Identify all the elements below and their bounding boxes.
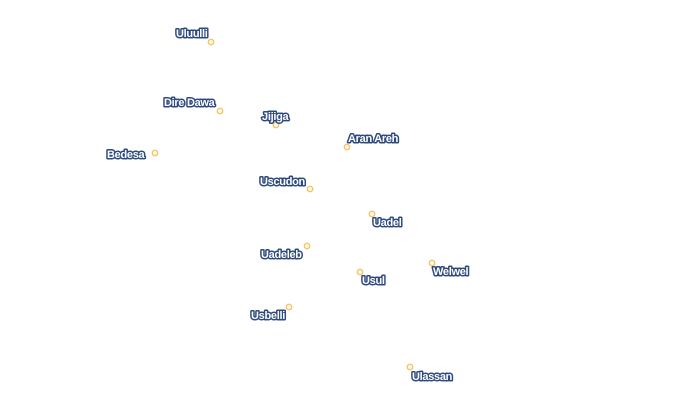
place-label-uadel: Uadel <box>373 217 402 229</box>
place-marker-dire-dawa[interactable] <box>216 107 224 115</box>
place-marker-bedesa[interactable] <box>151 149 159 157</box>
place-usul[interactable]: Usul <box>356 268 387 289</box>
place-marker-uscudon[interactable] <box>306 185 314 193</box>
place-marker-uluulli[interactable] <box>207 38 215 46</box>
place-dire-dawa[interactable]: Dire Dawa <box>163 96 224 115</box>
place-marker-usul[interactable] <box>356 268 364 276</box>
place-uadeleb[interactable]: Uadeleb <box>260 242 311 263</box>
place-label-uadeleb: Uadeleb <box>261 249 302 261</box>
place-bedesa[interactable]: Bedesa <box>106 148 159 163</box>
place-label-jijiga: Jijiga <box>262 111 290 123</box>
place-label-uluulli: Uluulli <box>176 28 208 40</box>
place-label-usul: Usul <box>362 275 385 287</box>
place-label-aran-areh: Aran Areh <box>348 133 399 145</box>
place-uscudon[interactable]: Uscudon <box>259 175 314 193</box>
place-marker-uadeleb[interactable] <box>303 242 311 250</box>
place-ulassan[interactable]: Ulassan <box>406 363 454 385</box>
place-label-ulassan: Ulassan <box>412 371 453 383</box>
place-marker-welwel[interactable] <box>428 259 436 267</box>
place-uadel[interactable]: Uadel <box>368 210 403 231</box>
place-label-dire-dawa: Dire Dawa <box>164 97 216 109</box>
place-welwel[interactable]: Welwel <box>428 259 470 280</box>
place-label-welwel: Welwel <box>433 266 469 278</box>
place-usbelli[interactable]: Usbelli <box>250 303 293 324</box>
place-marker-aran-areh[interactable] <box>343 143 351 151</box>
place-marker-uadel[interactable] <box>368 210 376 218</box>
place-marker-usbelli[interactable] <box>285 303 293 311</box>
place-marker-ulassan[interactable] <box>406 363 414 371</box>
place-label-uscudon: Uscudon <box>260 176 306 188</box>
place-jijiga[interactable]: Jijiga <box>261 110 291 129</box>
place-label-usbelli: Usbelli <box>251 310 285 322</box>
place-aran-areh[interactable]: Aran Areh <box>343 132 400 151</box>
place-label-bedesa: Bedesa <box>107 149 146 161</box>
place-marker-jijiga[interactable] <box>272 121 280 129</box>
place-uluulli[interactable]: Uluulli <box>175 27 215 46</box>
